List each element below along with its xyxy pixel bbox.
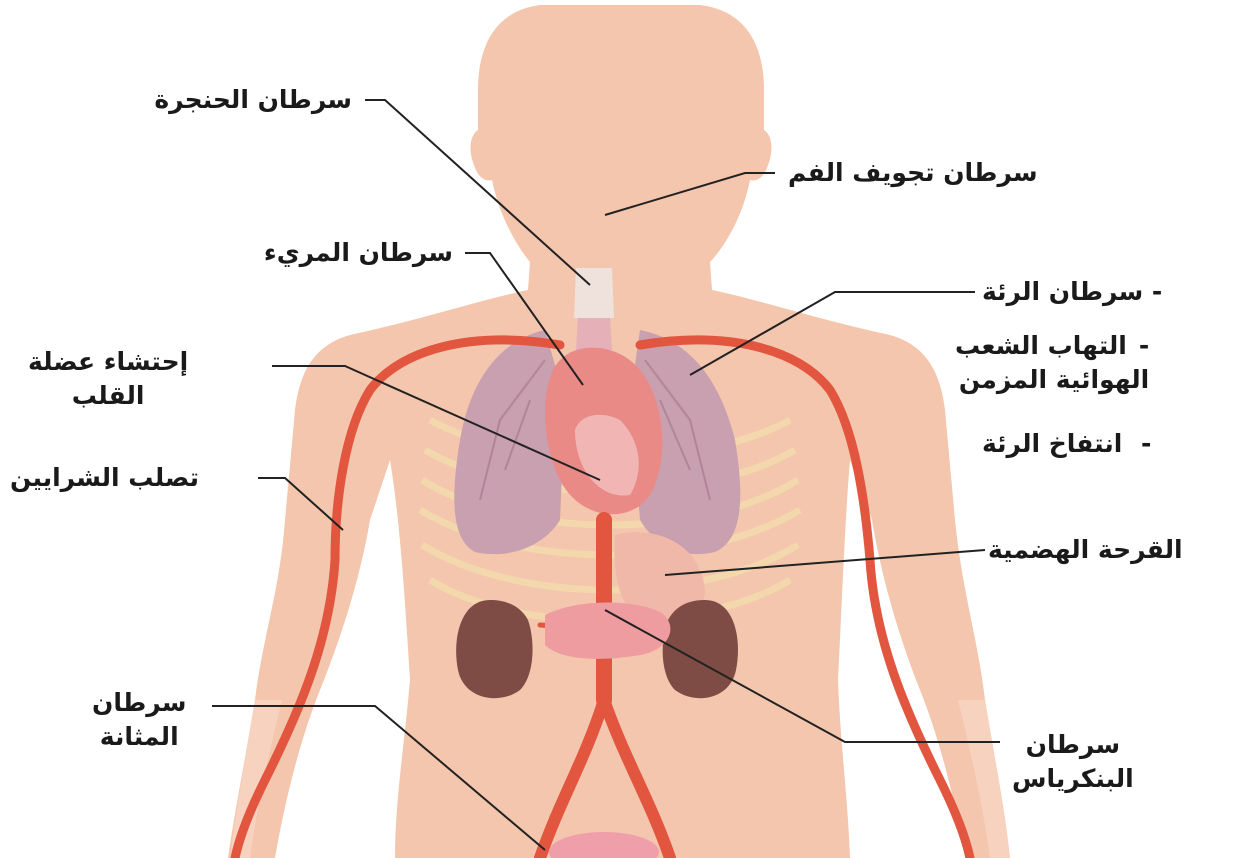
trachea-tube	[576, 318, 612, 350]
left-kidney	[456, 600, 532, 698]
label-pancreas-line1: سرطان	[1012, 728, 1134, 762]
label-bronchitis-line1: التهاب الشعب	[955, 329, 1127, 363]
bullet: -	[1139, 329, 1149, 363]
bullet: -	[1141, 429, 1151, 458]
bullet: -	[1152, 277, 1162, 306]
label-bladder-cancer: سرطان المثانة	[92, 686, 186, 754]
label-arteriosclerosis: تصلب الشرايين	[10, 461, 199, 495]
label-mouth-cancer: سرطان تجويف الفم	[788, 156, 1038, 190]
label-bladder-line1: سرطان	[92, 686, 186, 720]
label-bronchitis-line2: الهوائية المزمن	[955, 363, 1149, 397]
label-peptic-ulcer: القرحة الهضمية	[988, 533, 1183, 567]
trachea	[574, 268, 614, 350]
label-esophagus-cancer: سرطان المريء	[264, 236, 453, 270]
label-emphysema: - انتفاخ الرئة	[982, 427, 1151, 461]
label-lung-cancer-text: سرطان الرئة	[982, 277, 1143, 306]
label-heart-attack: إحتشاء عضلة القلب	[28, 345, 188, 413]
label-bladder-line2: المثانة	[92, 720, 186, 754]
label-heart-line1: إحتشاء عضلة	[28, 345, 188, 379]
label-lung-cancer: - سرطان الرئة	[982, 275, 1162, 309]
label-emphysema-text: انتفاخ الرئة	[982, 429, 1122, 458]
label-pancreatic-cancer: سرطان البنكرياس	[1012, 728, 1134, 796]
label-heart-line2: القلب	[28, 379, 188, 413]
label-larynx-cancer: سرطان الحنجرة	[154, 83, 352, 117]
right-kidney	[663, 600, 738, 698]
label-pancreas-line2: البنكرياس	[1012, 762, 1134, 796]
label-bronchitis: - التهاب الشعب الهوائية المزمن	[955, 329, 1149, 397]
